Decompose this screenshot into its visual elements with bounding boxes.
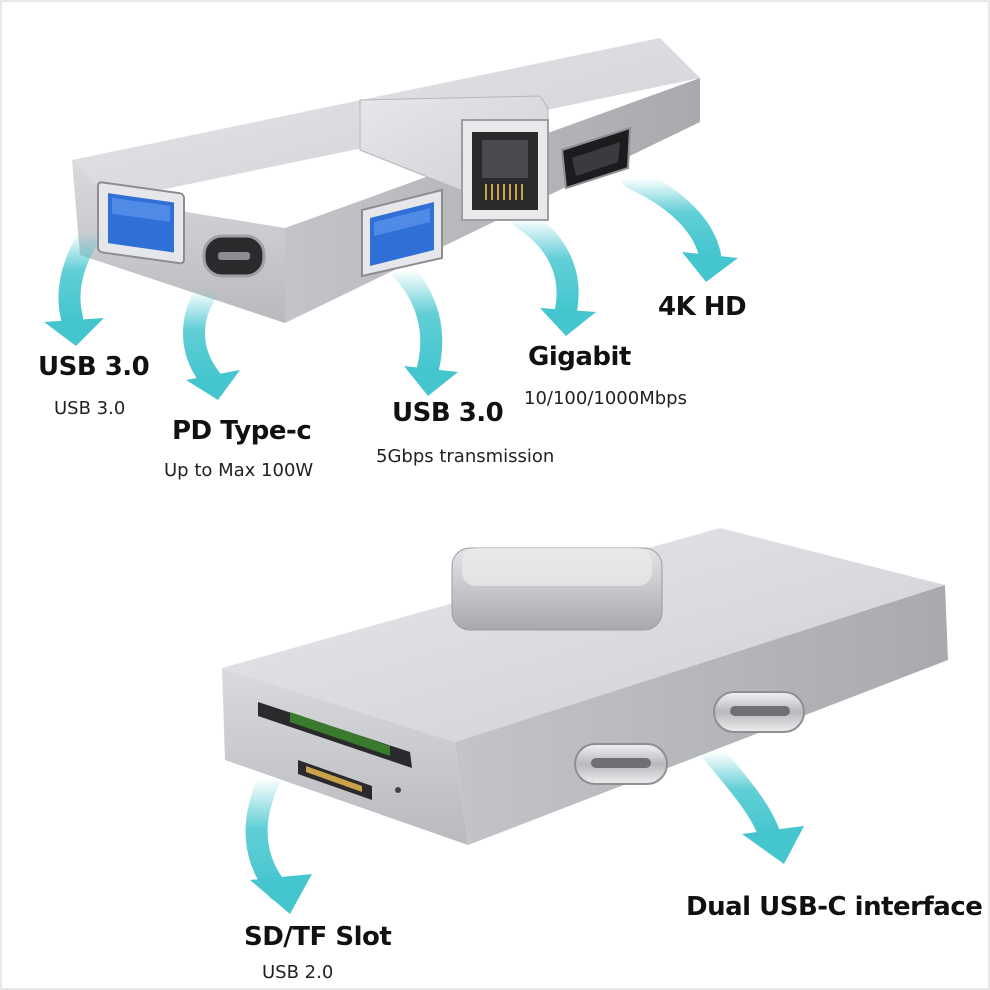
bottom-hub-device: [222, 528, 948, 845]
arrow-gigabit: [511, 207, 579, 321]
arrow-head-gigabit: [540, 308, 596, 336]
usb-a-port-left: [97, 181, 185, 265]
arrow-head-usb3-right: [404, 366, 458, 396]
callout-dual-usb-c-title: Dual USB-C interface: [686, 892, 983, 922]
bottom-hub-top-surface: [222, 528, 945, 742]
sd-card-slot: [258, 702, 412, 768]
arrow-dual-usb-c: [701, 741, 781, 847]
callout-4k-hd-title: 4K HD: [658, 292, 747, 322]
callout-usb3-right-subtitle: 5Gbps transmission: [376, 446, 555, 467]
arrow-head-dual-usb-c: [742, 826, 804, 864]
bottom-hub-raised-cap: [451, 547, 663, 631]
arrow-usb3-right: [391, 259, 443, 379]
callout-gigabit-subtitle: 10/100/1000Mbps: [524, 388, 687, 409]
top-arrow-heads: [44, 252, 738, 400]
ethernet-port: [461, 119, 549, 221]
top-hub-device: [72, 38, 700, 323]
callout-usb3-left-subtitle: USB 3.0: [54, 398, 126, 419]
callout-pd-typec-title: PD Type-c: [172, 416, 312, 446]
callout-usb3-right-title: USB 3.0: [392, 398, 504, 428]
callout-usb3-left-title: USB 3.0: [38, 352, 150, 382]
callout-pd-typec-subtitle: Up to Max 100W: [164, 460, 314, 481]
status-led: [395, 787, 401, 793]
arrow-head-4k-hd: [682, 252, 738, 282]
usb-c-pd-port: [202, 234, 266, 278]
usb-c-plug-lower: [574, 743, 668, 785]
callout-sd-tf-title: SD/TF Slot: [244, 922, 392, 952]
arrow-sd-tf: [245, 767, 289, 901]
arrow-head-pd-typec: [186, 370, 240, 400]
arrow-head-sd-tf: [250, 874, 312, 914]
arrow-4k-hd: [621, 167, 721, 266]
top-callout-arrows: [58, 167, 721, 389]
arrow-head-usb3-left: [44, 318, 104, 346]
tf-card-slot: [298, 760, 372, 800]
callout-gigabit-title: Gigabit: [528, 342, 631, 372]
bottom-hub-right-face: [455, 585, 948, 845]
arrow-usb3-left: [58, 221, 103, 329]
arrow-pd-typec: [182, 279, 221, 389]
callout-sd-tf-subtitle: USB 2.0: [262, 962, 334, 983]
usb-c-plug-upper: [713, 691, 805, 733]
usb-a-port-right: [361, 188, 443, 278]
bottom-arrow-heads: [250, 826, 804, 914]
